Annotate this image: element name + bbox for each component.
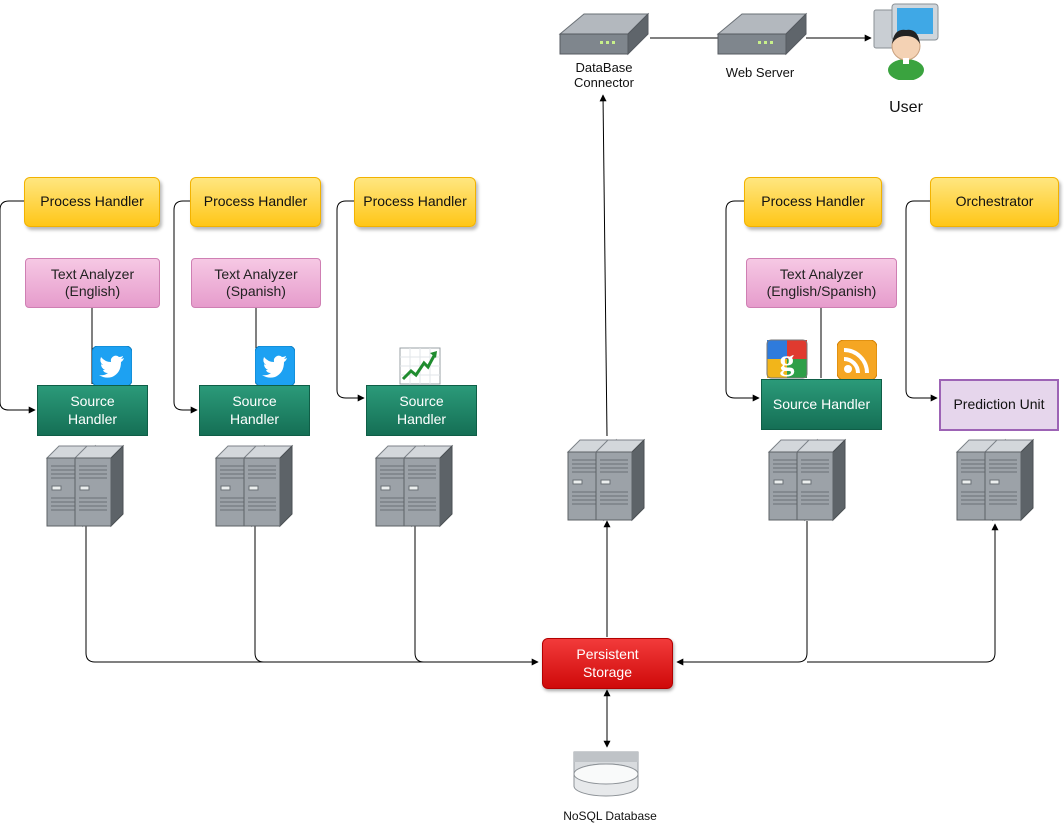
- text-analyzer-english: Text Analyzer (English): [25, 258, 160, 308]
- server-rack-icon: [767, 438, 849, 522]
- network-device-icon: [558, 12, 650, 60]
- process-handler-1: Process Handler: [24, 177, 160, 227]
- process-handler-3: Process Handler: [354, 177, 476, 227]
- server-rack-icon: [214, 444, 296, 528]
- storage-to-source-server-line: [676, 521, 808, 666]
- source-handler-1: Source Handler: [37, 385, 148, 436]
- nosql-database-label: NoSQL Database: [563, 809, 657, 823]
- server-to-storage-line-1: [85, 525, 539, 666]
- network-device-icon: [716, 12, 808, 60]
- process-loop-line-1: [0, 200, 36, 414]
- process-loop-line-4: [725, 200, 760, 402]
- text-analyzer-spanish: Text Analyzer (Spanish): [191, 258, 321, 308]
- server-rack-icon: [45, 444, 127, 528]
- rss-icon: [837, 340, 877, 380]
- database-connector-label: DataBase Connector: [574, 60, 634, 90]
- server-rack-icon: [374, 444, 456, 528]
- google-icon: g: [766, 339, 808, 379]
- svg-text:g: g: [780, 344, 795, 377]
- stock-chart-icon: [399, 347, 441, 385]
- twitter-icon: [92, 346, 132, 386]
- process-handler-4: Process Handler: [744, 177, 882, 227]
- database-icon: [570, 748, 642, 802]
- twitter-icon: [255, 346, 295, 386]
- process-loop-line-2: [173, 200, 198, 414]
- user-workstation-icon: [870, 2, 946, 80]
- server-rack-icon: [955, 438, 1037, 522]
- prediction-unit: Prediction Unit: [939, 379, 1059, 431]
- source-handler-4: Source Handler: [761, 379, 882, 430]
- persistent-storage: Persistent Storage: [542, 638, 673, 689]
- process-handler-2: Process Handler: [190, 177, 321, 227]
- source-handler-2: Source Handler: [199, 385, 310, 436]
- text-analyzer-english-spanish: Text Analyzer (English/Spanish): [746, 258, 897, 308]
- web-server-label: Web Server: [725, 65, 795, 80]
- connector-server-to-db-connector-line: [599, 94, 608, 437]
- user-label: User: [889, 99, 923, 116]
- storage-to-prediction-server-line: [807, 523, 999, 663]
- orchestrator: Orchestrator: [930, 177, 1059, 227]
- orchestrator-loop-line: [905, 200, 938, 402]
- server-rack-icon: [566, 438, 648, 522]
- process-loop-line-3: [336, 200, 365, 402]
- source-handler-3: Source Handler: [366, 385, 477, 436]
